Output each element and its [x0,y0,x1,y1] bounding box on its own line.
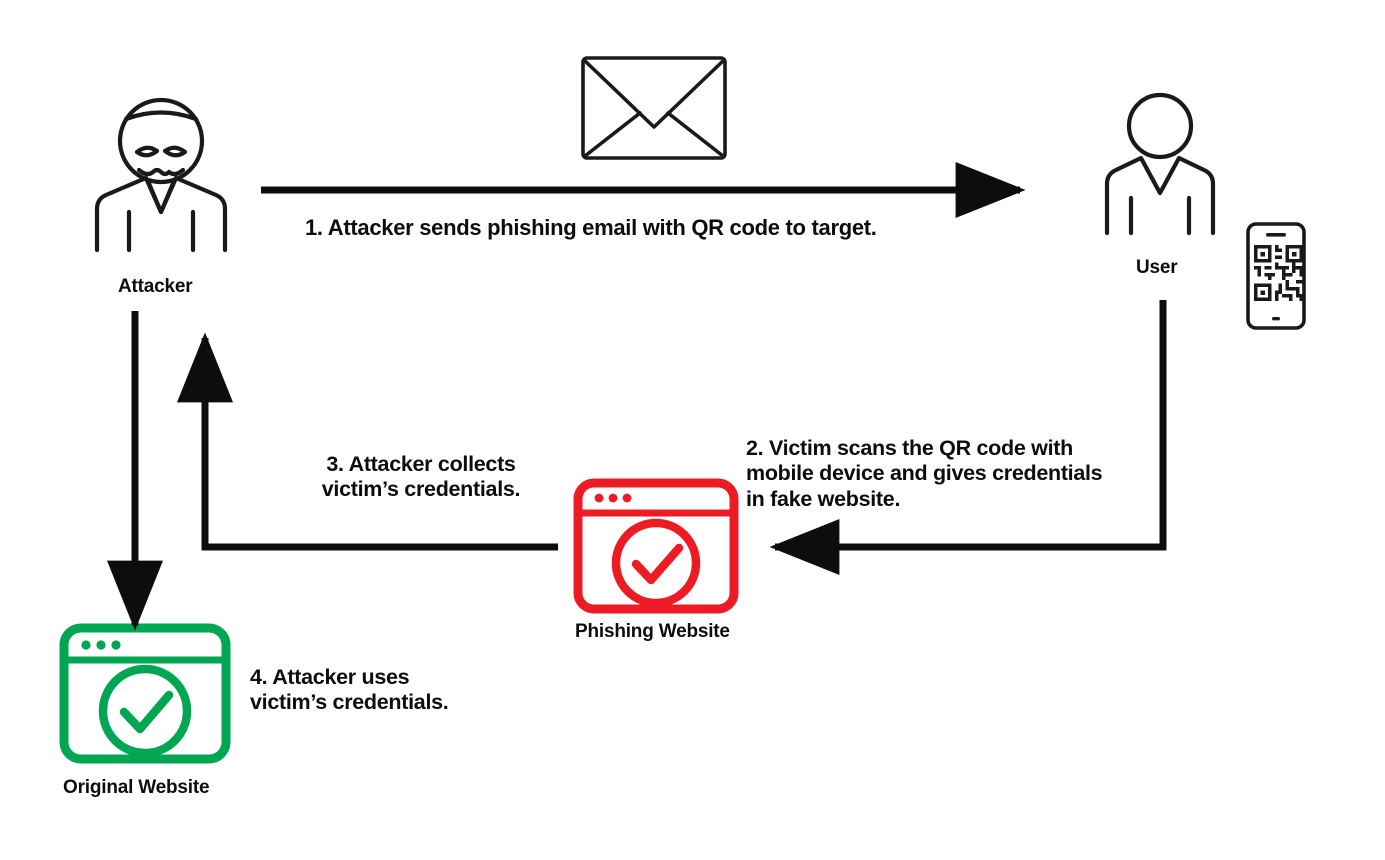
step-4-text: 4. Attacker uses victim’s credentials. [250,665,490,716]
person-icon [1104,92,1216,236]
original-website-icon [59,623,231,764]
step-3-line-2: victim’s credentials. [321,477,521,502]
step-2-text: 2. Victim scans the QR code with mobile … [746,436,1146,512]
mobile-phone-qr-code-icon [1246,222,1306,330]
step-1-text: 1. Attacker sends phishing email with QR… [305,215,877,241]
step-2-line-3: in fake website. [746,486,901,511]
user-label: User [1136,257,1178,278]
step-3-line-1: 3. Attacker collects [326,452,516,476]
envelope-icon [581,56,727,160]
phishing-to-attacker-arrow [177,332,558,551]
step-4-line-1: 4. Attacker uses [250,665,410,689]
step-4-line-2: victim’s credentials. [250,690,449,715]
masked-attacker-icon [94,97,228,253]
step-2-line-1: 2. Victim scans the QR code with [746,436,1073,460]
user-to-phishing-arrow [769,300,1167,575]
original-website-label: Original Website [63,777,210,798]
step-3-text: 3. Attacker collects victim’s credential… [286,452,556,503]
step-2-line-2: mobile device and gives credentials [746,461,1103,486]
phishing-website-label: Phishing Website [575,621,730,642]
phishing-website-icon [573,478,739,614]
step-1-line-1: 1. Attacker sends phishing email with QR… [305,215,877,240]
attacker-label: Attacker [118,276,193,297]
